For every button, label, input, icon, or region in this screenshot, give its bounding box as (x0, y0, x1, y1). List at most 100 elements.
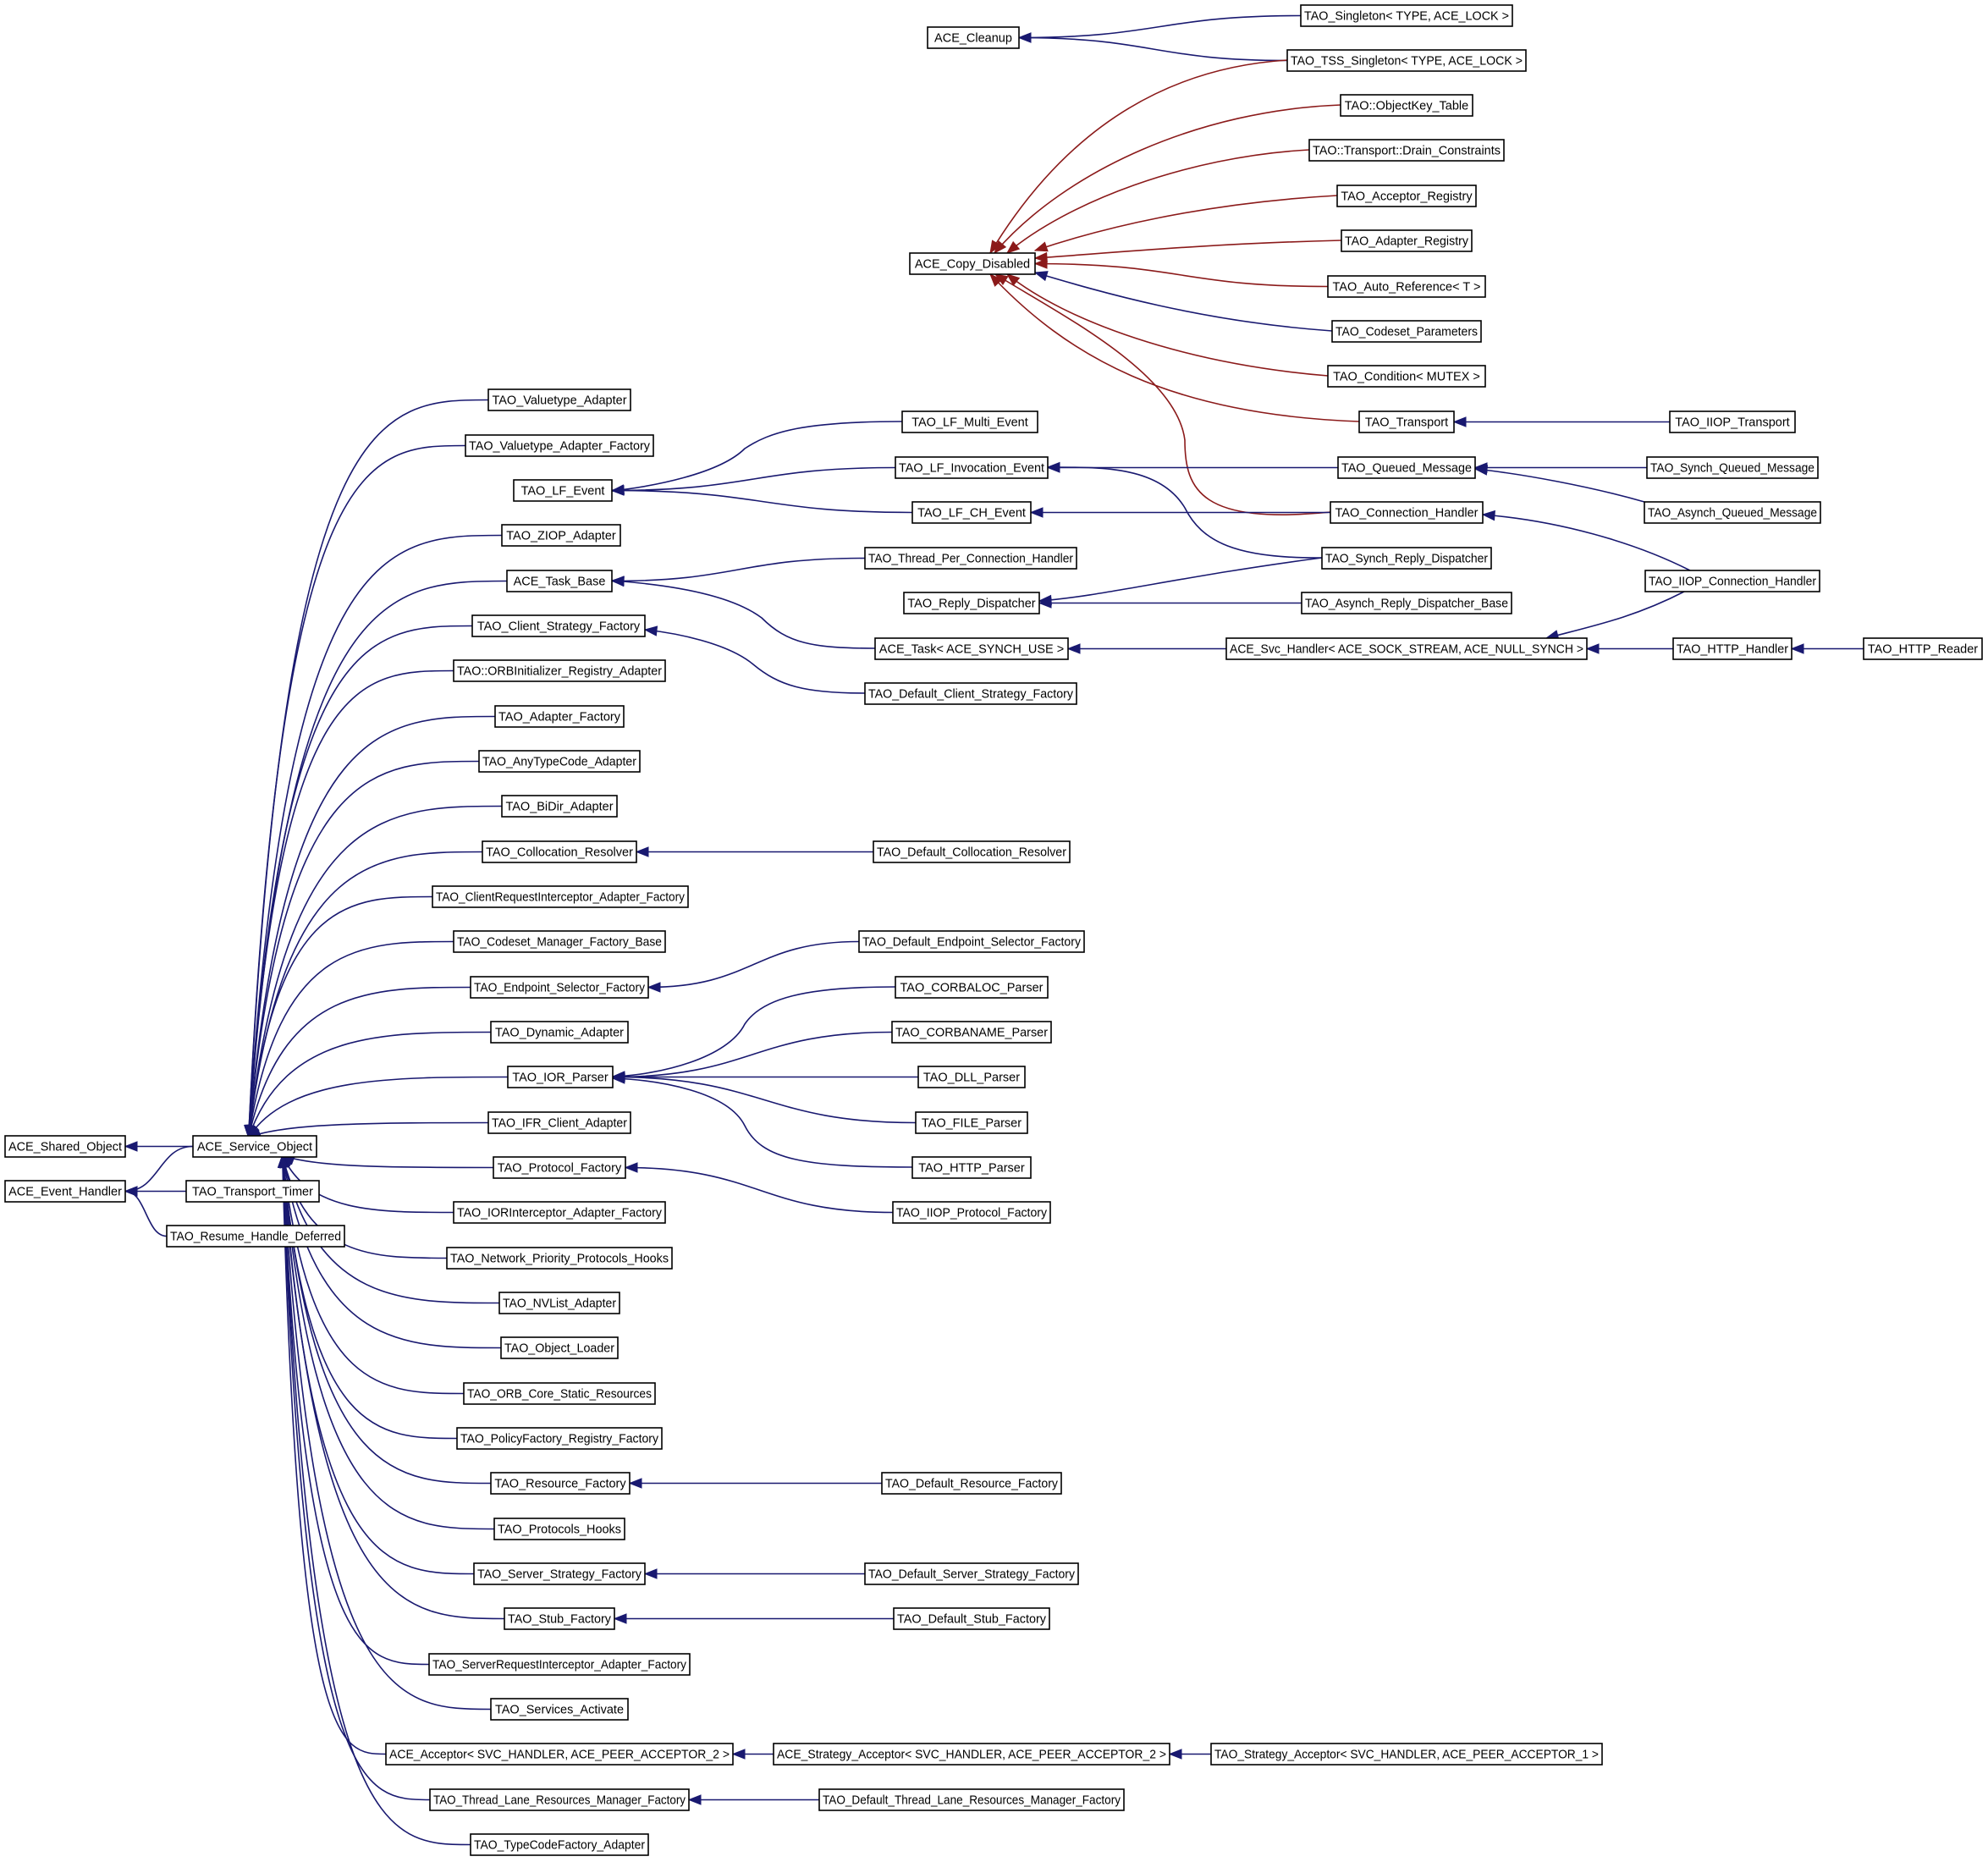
class-node-ace-task-base[interactable]: ACE_Task_Base (506, 570, 613, 592)
class-node-ace-task[interactable]: ACE_Task< ACE_SYNCH_USE > (874, 637, 1069, 660)
class-node-tao-codeset-manager-factory-base[interactable]: TAO_Codeset_Manager_Factory_Base (453, 930, 666, 953)
class-node-tao-valuetype-adapter[interactable]: TAO_Valuetype_Adapter (487, 388, 631, 411)
class-node-tao-clientrequestinterceptor-adapter-factory[interactable]: TAO_ClientRequestInterceptor_Adapter_Fac… (432, 885, 689, 908)
class-box (1672, 637, 1793, 660)
class-node-tao-bidir-adapter[interactable]: TAO_BiDir_Adapter (501, 795, 618, 818)
edge-tao-strategy-acceptor-to-ace-strategy-acceptor (1168, 1749, 1211, 1760)
class-node-tao-strategy-acceptor[interactable]: TAO_Strategy_Acceptor< SVC_HANDLER, ACE_… (1210, 1743, 1603, 1766)
class-node-tao-resume-handle-deferred[interactable]: TAO_Resume_Handle_Deferred (166, 1225, 345, 1248)
class-node-tao-ifr-client-adapter[interactable]: TAO_IFR_Client_Adapter (487, 1111, 631, 1134)
class-node-tao-default-endpoint-selector-factory[interactable]: TAO_Default_Endpoint_Selector_Factory (858, 930, 1085, 953)
class-node-tao-http-handler[interactable]: TAO_HTTP_Handler (1672, 637, 1793, 660)
class-node-tao-lf-invocation-event[interactable]: TAO_LF_Invocation_Event (895, 456, 1049, 479)
inheritance-edge (247, 895, 433, 1138)
class-box (487, 1111, 631, 1134)
class-node-tao-orb-core-static-resources[interactable]: TAO_ORB_Core_Static_Resources (463, 1382, 656, 1405)
class-node-tao-asynch-queued-message[interactable]: TAO_Asynch_Queued_Message (1644, 501, 1821, 524)
class-node-tao-objectkey-table[interactable]: TAO::ObjectKey_Table (1340, 94, 1473, 117)
class-node-tao-default-stub-factory[interactable]: TAO_Default_Stub_Factory (893, 1607, 1050, 1630)
class-node-tao-services-activate[interactable]: TAO_Services_Activate (490, 1698, 629, 1721)
class-node-tao-lf-event[interactable]: TAO_LF_Event (513, 479, 613, 502)
class-label: TAO_Default_Collocation_Resolver (877, 846, 1066, 860)
class-node-tao-corbaloc-parser[interactable]: TAO_CORBALOC_Parser (895, 976, 1049, 999)
class-node-tao-anytypecode-adapter[interactable]: TAO_AnyTypeCode_Adapter (478, 750, 641, 773)
class-node-tao-iorinterceptor-adapter-factory[interactable]: TAO_IORInterceptor_Adapter_Factory (453, 1201, 666, 1224)
class-node-tao-transport-timer[interactable]: TAO_Transport_Timer (185, 1180, 320, 1203)
class-node-tao-dynamic-adapter[interactable]: TAO_Dynamic_Adapter (490, 1021, 629, 1044)
class-node-tao-dll-parser[interactable]: TAO_DLL_Parser (917, 1066, 1026, 1088)
class-node-tao-file-parser[interactable]: TAO_FILE_Parser (915, 1111, 1028, 1134)
class-label: TAO_LF_Invocation_Event (899, 462, 1044, 476)
class-label: TAO_Valuetype_Adapter (492, 394, 626, 408)
class-node-tao-corbaname-parser[interactable]: TAO_CORBANAME_Parser (891, 1021, 1052, 1044)
inheritance-edge (612, 1077, 913, 1168)
class-node-tao-client-strategy-factory[interactable]: TAO_Client_Strategy_Factory (471, 614, 646, 637)
class-node-tao-iiop-protocol-factory[interactable]: TAO_IIOP_Protocol_Factory (892, 1201, 1051, 1224)
class-node-ace-service-object[interactable]: ACE_Service_Object (192, 1135, 317, 1158)
class-node-ace-event-handler[interactable]: ACE_Event_Handler (4, 1180, 126, 1203)
class-node-tao-policyfactory-registry-factory[interactable]: TAO_PolicyFactory_Registry_Factory (456, 1427, 663, 1450)
class-node-tao-nvlist-adapter[interactable]: TAO_NVList_Adapter (498, 1292, 620, 1314)
class-node-tao-default-collocation-resolver[interactable]: TAO_Default_Collocation_Resolver (873, 840, 1071, 863)
class-node-tao-codeset-parameters[interactable]: TAO_Codeset_Parameters (1331, 320, 1482, 343)
class-node-tao-serverrequestinterceptor-adapter-factory[interactable]: TAO_ServerRequestInterceptor_Adapter_Fac… (428, 1653, 691, 1676)
class-node-tao-iiop-transport[interactable]: TAO_IIOP_Transport (1669, 410, 1796, 433)
class-node-tao-default-server-strategy-factory[interactable]: TAO_Default_Server_Strategy_Factory (864, 1562, 1079, 1585)
class-node-tao-default-client-strategy-factory[interactable]: TAO_Default_Client_Strategy_Factory (864, 682, 1077, 705)
class-node-tao-thread-lane-resources-manager-factory[interactable]: TAO_Thread_Lane_Resources_Manager_Factor… (429, 1788, 690, 1811)
class-node-tao-condition[interactable]: TAO_Condition< MUTEX > (1327, 365, 1486, 388)
class-node-ace-strategy-acceptor[interactable]: ACE_Strategy_Acceptor< SVC_HANDLER, ACE_… (773, 1743, 1170, 1766)
class-node-tao-tss-singleton[interactable]: TAO_TSS_Singleton< TYPE, ACE_LOCK > (1286, 49, 1527, 72)
class-node-tao-iiop-connection-handler[interactable]: TAO_IIOP_Connection_Handler (1644, 570, 1820, 592)
class-node-ace-acceptor[interactable]: ACE_Acceptor< SVC_HANDLER, ACE_PEER_ACCE… (385, 1743, 734, 1766)
class-node-tao-server-strategy-factory[interactable]: TAO_Server_Strategy_Factory (473, 1562, 646, 1585)
class-node-tao-http-reader[interactable]: TAO_HTTP_Reader (1863, 637, 1983, 660)
edge-tao-codeset-parameters-to-ace-copy-disabled (1033, 271, 1333, 332)
class-node-ace-cleanup[interactable]: ACE_Cleanup (927, 26, 1020, 49)
class-node-tao-ior-parser[interactable]: TAO_IOR_Parser (507, 1066, 614, 1088)
class-node-tao-typecodefactory-adapter[interactable]: TAO_TypeCodeFactory_Adapter (470, 1833, 649, 1856)
class-node-tao-default-resource-factory[interactable]: TAO_Default_Resource_Factory (881, 1472, 1062, 1495)
class-node-tao-http-parser[interactable]: TAO_HTTP_Parser (911, 1156, 1032, 1179)
class-node-tao-reply-dispatcher[interactable]: TAO_Reply_Dispatcher (903, 592, 1040, 614)
class-node-tao-resource-factory[interactable]: TAO_Resource_Factory (490, 1472, 631, 1495)
class-node-tao-stub-factory[interactable]: TAO_Stub_Factory (504, 1607, 615, 1630)
class-node-tao-auto-reference[interactable]: TAO_Auto_Reference< T > (1327, 275, 1486, 298)
class-node-tao-thread-per-connection-handler[interactable]: TAO_Thread_Per_Connection_Handler (864, 547, 1077, 570)
class-node-tao-protocol-factory[interactable]: TAO_Protocol_Factory (493, 1156, 626, 1179)
class-node-tao-default-thread-lane-resources-manager-factory[interactable]: TAO_Default_Thread_Lane_Resources_Manage… (818, 1788, 1125, 1811)
class-node-tao-orbinitializer-registry-adapter[interactable]: TAO::ORBInitializer_Registry_Adapter (453, 659, 666, 682)
class-node-tao-endpoint-selector-factory[interactable]: TAO_Endpoint_Selector_Factory (470, 976, 649, 999)
class-node-tao-acceptor-registry[interactable]: TAO_Acceptor_Registry (1336, 185, 1477, 207)
class-node-tao-protocols-hooks[interactable]: TAO_Protocols_Hooks (493, 1518, 625, 1540)
class-box (500, 1336, 619, 1359)
class-node-tao-lf-ch-event[interactable]: TAO_LF_CH_Event (911, 501, 1032, 524)
class-node-tao-object-loader[interactable]: TAO_Object_Loader (500, 1336, 619, 1359)
class-node-tao-lf-multi-event[interactable]: TAO_LF_Multi_Event (901, 410, 1038, 433)
inheritance-edge (612, 1031, 893, 1078)
class-node-tao-queued-message[interactable]: TAO_Queued_Message (1337, 456, 1476, 479)
edge-tao-valuetype-adapter-to-ace-service-object (244, 399, 489, 1139)
class-node-tao-synch-queued-message[interactable]: TAO_Synch_Queued_Message (1646, 456, 1819, 479)
class-node-tao-connection-handler[interactable]: TAO_Connection_Handler (1330, 501, 1484, 524)
edge-tao-connection-handler-to-ace-copy-disabled (994, 273, 1331, 515)
class-node-tao-asynch-reply-dispatcher-base[interactable]: TAO_Asynch_Reply_Dispatcher_Base (1301, 592, 1512, 614)
class-node-tao-ziop-adapter[interactable]: TAO_ZIOP_Adapter (501, 524, 621, 547)
class-box (470, 1833, 649, 1856)
class-node-ace-shared-object[interactable]: ACE_Shared_Object (4, 1135, 126, 1158)
class-node-tao-transport-drain-constraints[interactable]: TAO::Transport::Drain_Constraints (1308, 139, 1505, 162)
class-node-ace-svc-handler[interactable]: ACE_Svc_Handler< ACE_SOCK_STREAM, ACE_NU… (1225, 637, 1588, 660)
class-box (1337, 456, 1476, 479)
edge-tao-thread-per-connection-handler-to-ace-task-base (610, 557, 866, 587)
class-node-tao-valuetype-adapter-factory[interactable]: TAO_Valuetype_Adapter_Factory (465, 434, 654, 457)
class-node-tao-singleton[interactable]: TAO_Singleton< TYPE, ACE_LOCK > (1300, 4, 1513, 27)
class-node-tao-synch-reply-dispatcher[interactable]: TAO_Synch_Reply_Dispatcher (1321, 547, 1492, 570)
class-node-tao-collocation-resolver[interactable]: TAO_Collocation_Resolver (482, 840, 637, 863)
class-box (1358, 410, 1455, 433)
class-node-ace-copy-disabled[interactable]: ACE_Copy_Disabled (909, 252, 1036, 275)
class-node-tao-adapter-registry[interactable]: TAO_Adapter_Registry (1341, 229, 1473, 252)
class-node-tao-transport[interactable]: TAO_Transport (1358, 410, 1455, 433)
class-node-tao-network-priority-protocols-hooks[interactable]: TAO_Network_Priority_Protocols_Hooks (446, 1247, 673, 1270)
class-node-tao-adapter-factory[interactable]: TAO_Adapter_Factory (494, 705, 625, 728)
class-box (456, 1427, 663, 1450)
